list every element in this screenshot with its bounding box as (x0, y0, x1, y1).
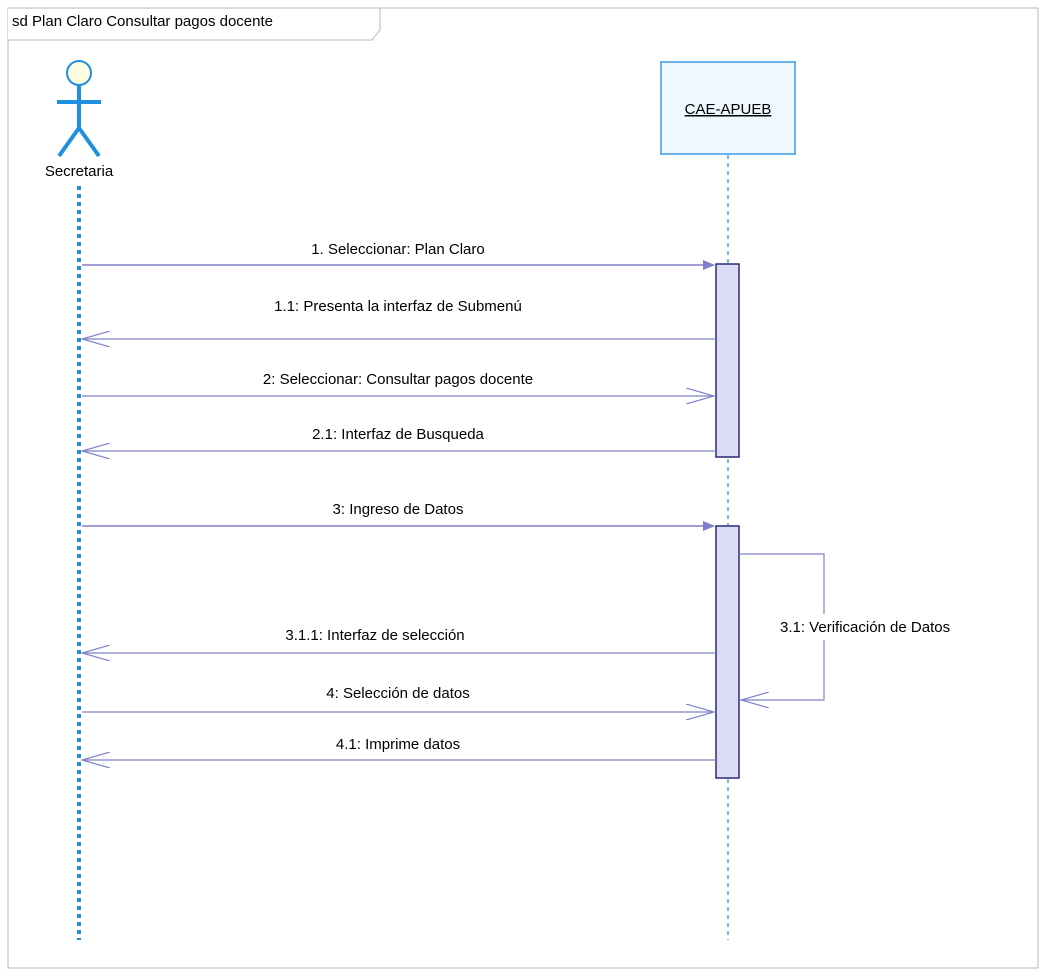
message-3: 3: Ingreso de Datos (82, 501, 715, 531)
message-label: 3: Ingreso de Datos (333, 501, 464, 518)
actor-icon (57, 60, 101, 158)
activation-bar (715, 263, 740, 458)
message-4: 4: Selección de datos (82, 685, 714, 712)
object-label: CAE-APUEB (685, 101, 772, 118)
diagram-frame: sd Plan Claro Consultar pagos docente (7, 7, 1039, 969)
message-label: 1. Seleccionar: Plan Claro (311, 241, 484, 258)
self-label-bg (776, 614, 1026, 640)
actor-head (66, 60, 92, 86)
actor-label: Secretaria (45, 163, 114, 180)
object-box (660, 61, 796, 155)
message-label: 2.1: Interfaz de Busqueda (312, 426, 484, 443)
message-1: 1. Seleccionar: Plan Claro (82, 241, 715, 270)
frame-title-tab (8, 7, 381, 41)
message-4-1: 4.1: Imprime datos (82, 736, 716, 760)
message-label: 1.1: Presenta la interfaz de Submenú (274, 298, 522, 315)
actor-right-leg (77, 126, 101, 158)
object-cae-apueb: CAE-APUEB (660, 61, 796, 155)
frame-border (7, 7, 1039, 969)
message-2: 2: Seleccionar: Consultar pagos docente (82, 371, 714, 396)
message-3-1-1: 3.1.1: Interfaz de selección (82, 627, 716, 653)
message-3-1-self: 3.1: Verificación de Datos (739, 553, 1026, 700)
actor-left-leg (57, 126, 81, 158)
message-label: 3.1.1: Interfaz de selección (285, 627, 464, 644)
activation-bar (715, 525, 740, 779)
message-label: 2: Seleccionar: Consultar pagos docente (263, 371, 533, 388)
message-label: 4.1: Imprime datos (336, 736, 460, 753)
frame-title: sd Plan Claro Consultar pagos docente (12, 13, 273, 30)
message-2-1: 2.1: Interfaz de Busqueda (82, 426, 716, 451)
message-label: 4: Selección de datos (326, 685, 469, 702)
message-label: 3.1: Verificación de Datos (780, 619, 950, 636)
actor-secretaria: Secretaria (45, 60, 114, 180)
message-1-1: 1.1: Presenta la interfaz de Submenú (82, 298, 716, 339)
